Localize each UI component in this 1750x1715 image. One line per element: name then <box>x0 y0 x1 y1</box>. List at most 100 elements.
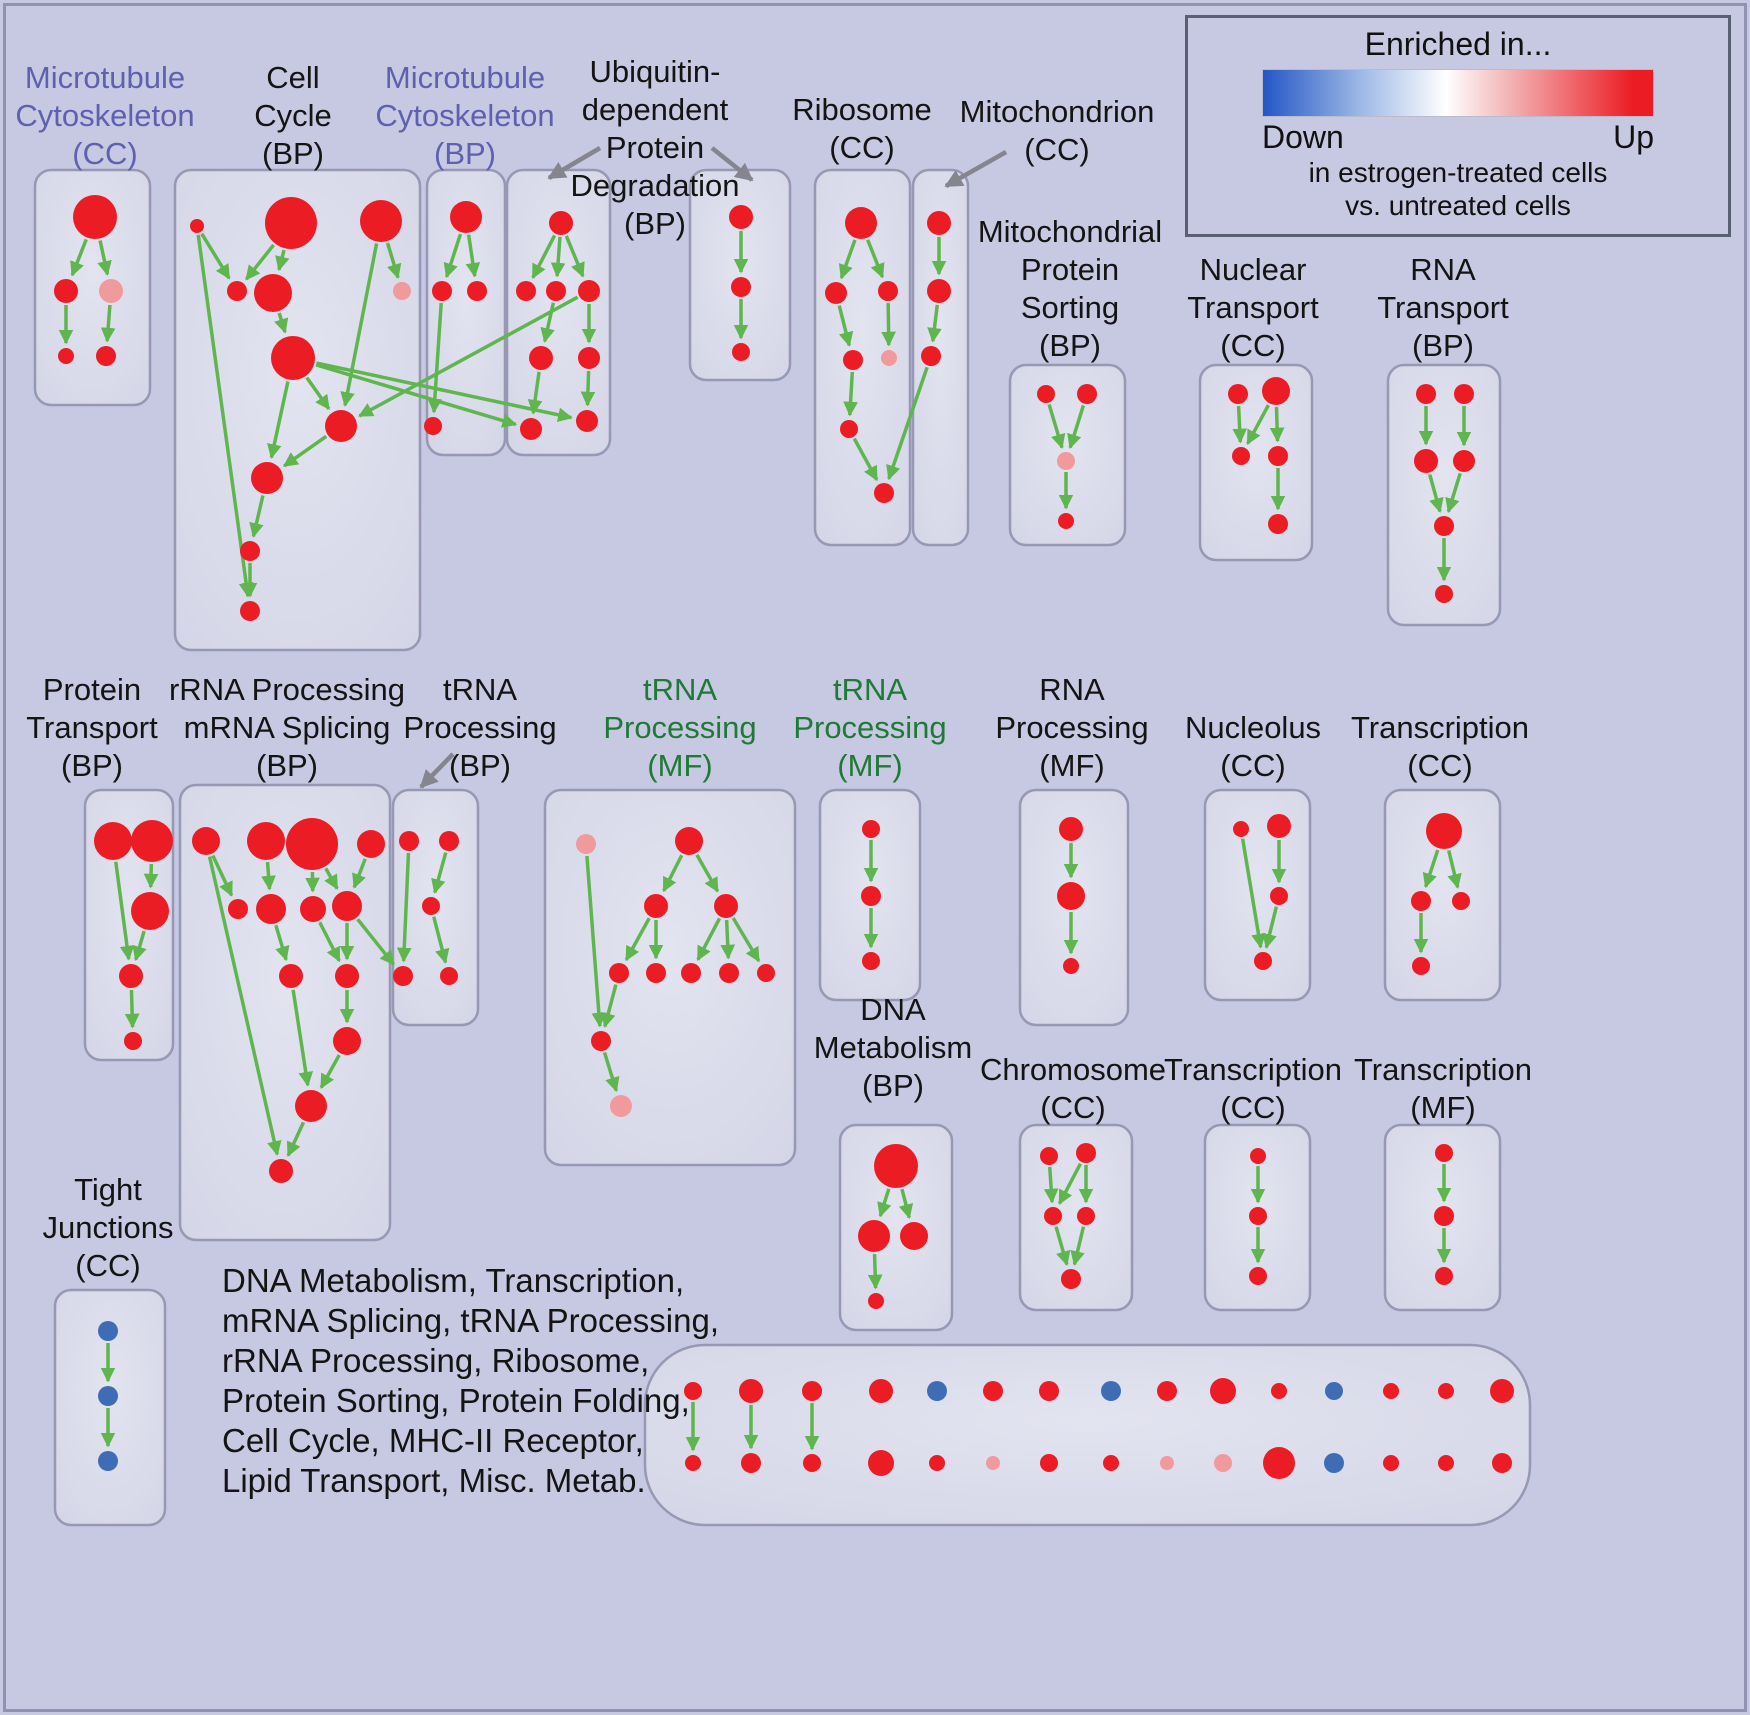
go-term-node <box>1232 447 1250 465</box>
network-edge <box>70 238 88 277</box>
group-label: Mitochondrion(CC) <box>960 94 1155 167</box>
go-term-node <box>1233 821 1249 837</box>
go-term-node <box>1039 1381 1059 1401</box>
go-term-node <box>881 350 897 366</box>
go-term-node <box>1057 882 1085 910</box>
go-term-node <box>279 964 303 988</box>
go-term-node <box>251 462 283 494</box>
go-term-node <box>393 282 411 300</box>
go-term-node <box>1044 1207 1062 1225</box>
network-edge <box>886 366 929 481</box>
go-group-panel-nucleolus <box>1203 788 1312 1002</box>
go-term-node <box>520 418 542 440</box>
go-term-node <box>1061 1269 1081 1289</box>
group-label: Chromosome(CC) <box>980 1052 1166 1125</box>
go-term-node <box>94 822 132 860</box>
go-term-node <box>1435 1267 1453 1285</box>
go-term-node <box>549 211 573 235</box>
network-edge <box>1246 404 1270 445</box>
network-edge <box>431 852 448 894</box>
go-term-node <box>1059 817 1083 841</box>
go-term-node <box>131 892 169 930</box>
network-edge <box>1043 1166 1059 1204</box>
color-scale-legend: Enriched in... Down Up in estrogen-treat… <box>1185 15 1731 237</box>
network-edge <box>881 302 896 347</box>
go-term-node <box>1263 1447 1295 1479</box>
go-term-node <box>1157 1381 1177 1401</box>
go-term-node <box>271 336 315 380</box>
network-edge <box>358 295 579 418</box>
network-edge <box>465 234 481 278</box>
go-term-node <box>516 281 536 301</box>
network-edge <box>1054 1226 1071 1266</box>
network-edge <box>898 1188 914 1220</box>
go-term-node <box>1037 385 1055 403</box>
go-term-node <box>825 282 847 304</box>
go-term-node <box>858 1220 890 1252</box>
go-term-node <box>1040 1454 1058 1472</box>
go-term-node <box>1411 891 1431 911</box>
network-edge <box>1240 838 1266 949</box>
go-term-node <box>874 1144 918 1188</box>
misc-note-line: mRNA Splicing, tRNA Processing, <box>222 1302 719 1339</box>
network-edge <box>211 854 234 897</box>
misc-note-line: Cell Cycle, MHC-II Receptor, <box>222 1422 644 1459</box>
go-term-node <box>1383 1455 1399 1471</box>
network-edge <box>1262 906 1279 949</box>
network-edge <box>340 243 379 407</box>
go-term-node <box>739 1379 763 1403</box>
go-term-node <box>333 1027 361 1055</box>
go-term-node <box>269 1159 293 1183</box>
network-edge <box>432 916 450 964</box>
go-term-node <box>1077 384 1097 404</box>
network-edge <box>114 861 135 961</box>
network-edge <box>261 861 276 891</box>
go-term-node <box>927 1381 947 1401</box>
go-term-node <box>644 894 668 918</box>
network-edge <box>564 235 585 278</box>
go-term-node <box>610 1095 632 1117</box>
misc-note-line: rRNA Processing, Ribosome, <box>222 1342 649 1379</box>
go-term-node <box>1268 514 1288 534</box>
go-term-node <box>843 350 863 370</box>
go-term-node <box>1426 813 1462 849</box>
go-term-node <box>729 205 753 229</box>
go-term-node <box>1058 513 1074 529</box>
go-term-node <box>440 967 458 985</box>
network-edge <box>291 989 314 1087</box>
go-term-node <box>240 601 260 621</box>
network-edge <box>720 919 736 960</box>
group-label: Transcription(CC) <box>1351 710 1529 783</box>
go-term-node <box>1438 1383 1454 1399</box>
network-edge <box>866 239 885 279</box>
network-edge <box>1057 1162 1082 1205</box>
go-term-node <box>802 1381 822 1401</box>
misc-note-line: Lipid Transport, Misc. Metab. <box>222 1462 646 1499</box>
go-term-node <box>862 952 880 970</box>
go-term-node <box>731 277 751 297</box>
go-group-panel-microtubule-cc <box>33 168 152 407</box>
go-term-node <box>1267 814 1291 838</box>
go-term-node <box>646 963 666 983</box>
go-term-node <box>357 830 385 858</box>
go-term-node <box>1416 384 1436 404</box>
go-term-node <box>131 820 173 862</box>
group-label: Transcription(CC) <box>1164 1052 1342 1125</box>
go-term-node <box>803 1454 821 1472</box>
network-edge <box>286 1121 306 1157</box>
legend-up-label: Up <box>1613 119 1654 155</box>
go-term-node <box>96 346 116 366</box>
go-term-node <box>1490 1379 1514 1403</box>
go-term-node <box>1249 1207 1267 1225</box>
network-edge <box>550 236 566 278</box>
go-term-node <box>265 197 317 249</box>
label-pointer-arrow <box>944 150 1008 188</box>
figure-border <box>3 3 1747 1712</box>
go-term-node <box>576 410 598 432</box>
network-edge <box>274 312 289 334</box>
network-edge <box>124 989 140 1029</box>
